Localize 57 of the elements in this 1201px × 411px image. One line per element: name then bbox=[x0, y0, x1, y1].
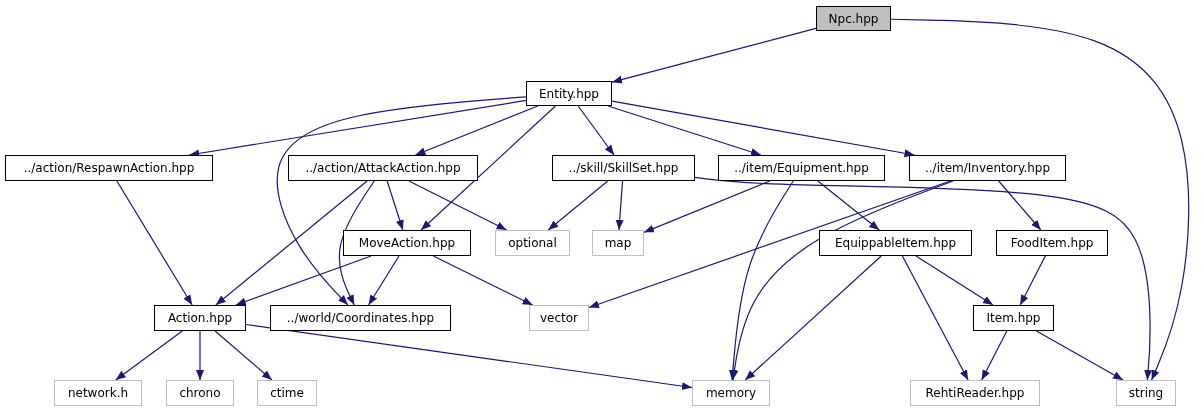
header-file-node: Entity.hpp bbox=[526, 81, 612, 106]
header-file-node: Item.hpp bbox=[973, 305, 1054, 331]
arrow bbox=[817, 180, 880, 231]
system-header-node: vector bbox=[529, 305, 589, 331]
arrow bbox=[547, 180, 609, 231]
header-file-node: MoveAction.hpp bbox=[343, 230, 471, 256]
arrow bbox=[915, 255, 994, 306]
arrow bbox=[116, 180, 193, 306]
arrow bbox=[214, 330, 273, 381]
system-header-node: chrono bbox=[166, 380, 234, 406]
arrow bbox=[611, 100, 916, 158]
system-header-node: optional bbox=[495, 230, 570, 256]
system-header-node: RehtiReader.hpp bbox=[910, 380, 1040, 406]
arrow bbox=[694, 176, 1153, 381]
header-file-node: FoodItem.hpp bbox=[996, 230, 1108, 256]
arrow bbox=[890, 18, 1190, 381]
arrow bbox=[235, 255, 372, 306]
arrow bbox=[215, 180, 368, 306]
arrow bbox=[901, 255, 969, 381]
system-header-node: string bbox=[1116, 380, 1176, 406]
arrow bbox=[420, 105, 557, 231]
arrow bbox=[730, 180, 954, 381]
system-header-node: network.h bbox=[54, 380, 142, 406]
arrow bbox=[432, 255, 534, 306]
arrow bbox=[276, 96, 527, 306]
arrow bbox=[981, 330, 1008, 381]
arrow bbox=[1019, 255, 1046, 306]
arrow bbox=[728, 180, 794, 381]
header-file-node: ../action/RespawnAction.hpp bbox=[5, 155, 213, 181]
arrow bbox=[245, 323, 693, 391]
arrow bbox=[607, 105, 762, 156]
header-file-node: ../item/Inventory.hpp bbox=[909, 155, 1066, 181]
arrow bbox=[386, 180, 404, 231]
arrow bbox=[998, 180, 1042, 231]
arrow bbox=[338, 180, 375, 306]
header-file-node: Npc.hpp bbox=[816, 6, 891, 31]
arrow bbox=[115, 330, 183, 381]
header-file-node: ../world/Coordinates.hpp bbox=[270, 305, 451, 331]
system-header-node: memory bbox=[692, 380, 770, 406]
arrow bbox=[577, 105, 615, 156]
arrow bbox=[611, 27, 817, 84]
arrow bbox=[744, 255, 882, 381]
arrow bbox=[367, 255, 400, 306]
arrow bbox=[408, 180, 508, 231]
header-file-node: ../action/AttackAction.hpp bbox=[288, 155, 478, 181]
header-file-node: ../skill/SkillSet.hpp bbox=[552, 155, 695, 181]
header-file-node: Action.hpp bbox=[154, 305, 246, 331]
arrow bbox=[588, 180, 951, 309]
arrow bbox=[615, 180, 624, 231]
system-header-node: map bbox=[592, 230, 644, 256]
arrow bbox=[643, 180, 771, 233]
arrow bbox=[414, 105, 539, 156]
arrow bbox=[1035, 330, 1124, 381]
arrow bbox=[196, 330, 204, 381]
header-file-node: ../item/Equipment.hpp bbox=[718, 155, 885, 181]
header-file-node: EquippableItem.hpp bbox=[819, 230, 972, 256]
system-header-node: ctime bbox=[257, 380, 317, 406]
